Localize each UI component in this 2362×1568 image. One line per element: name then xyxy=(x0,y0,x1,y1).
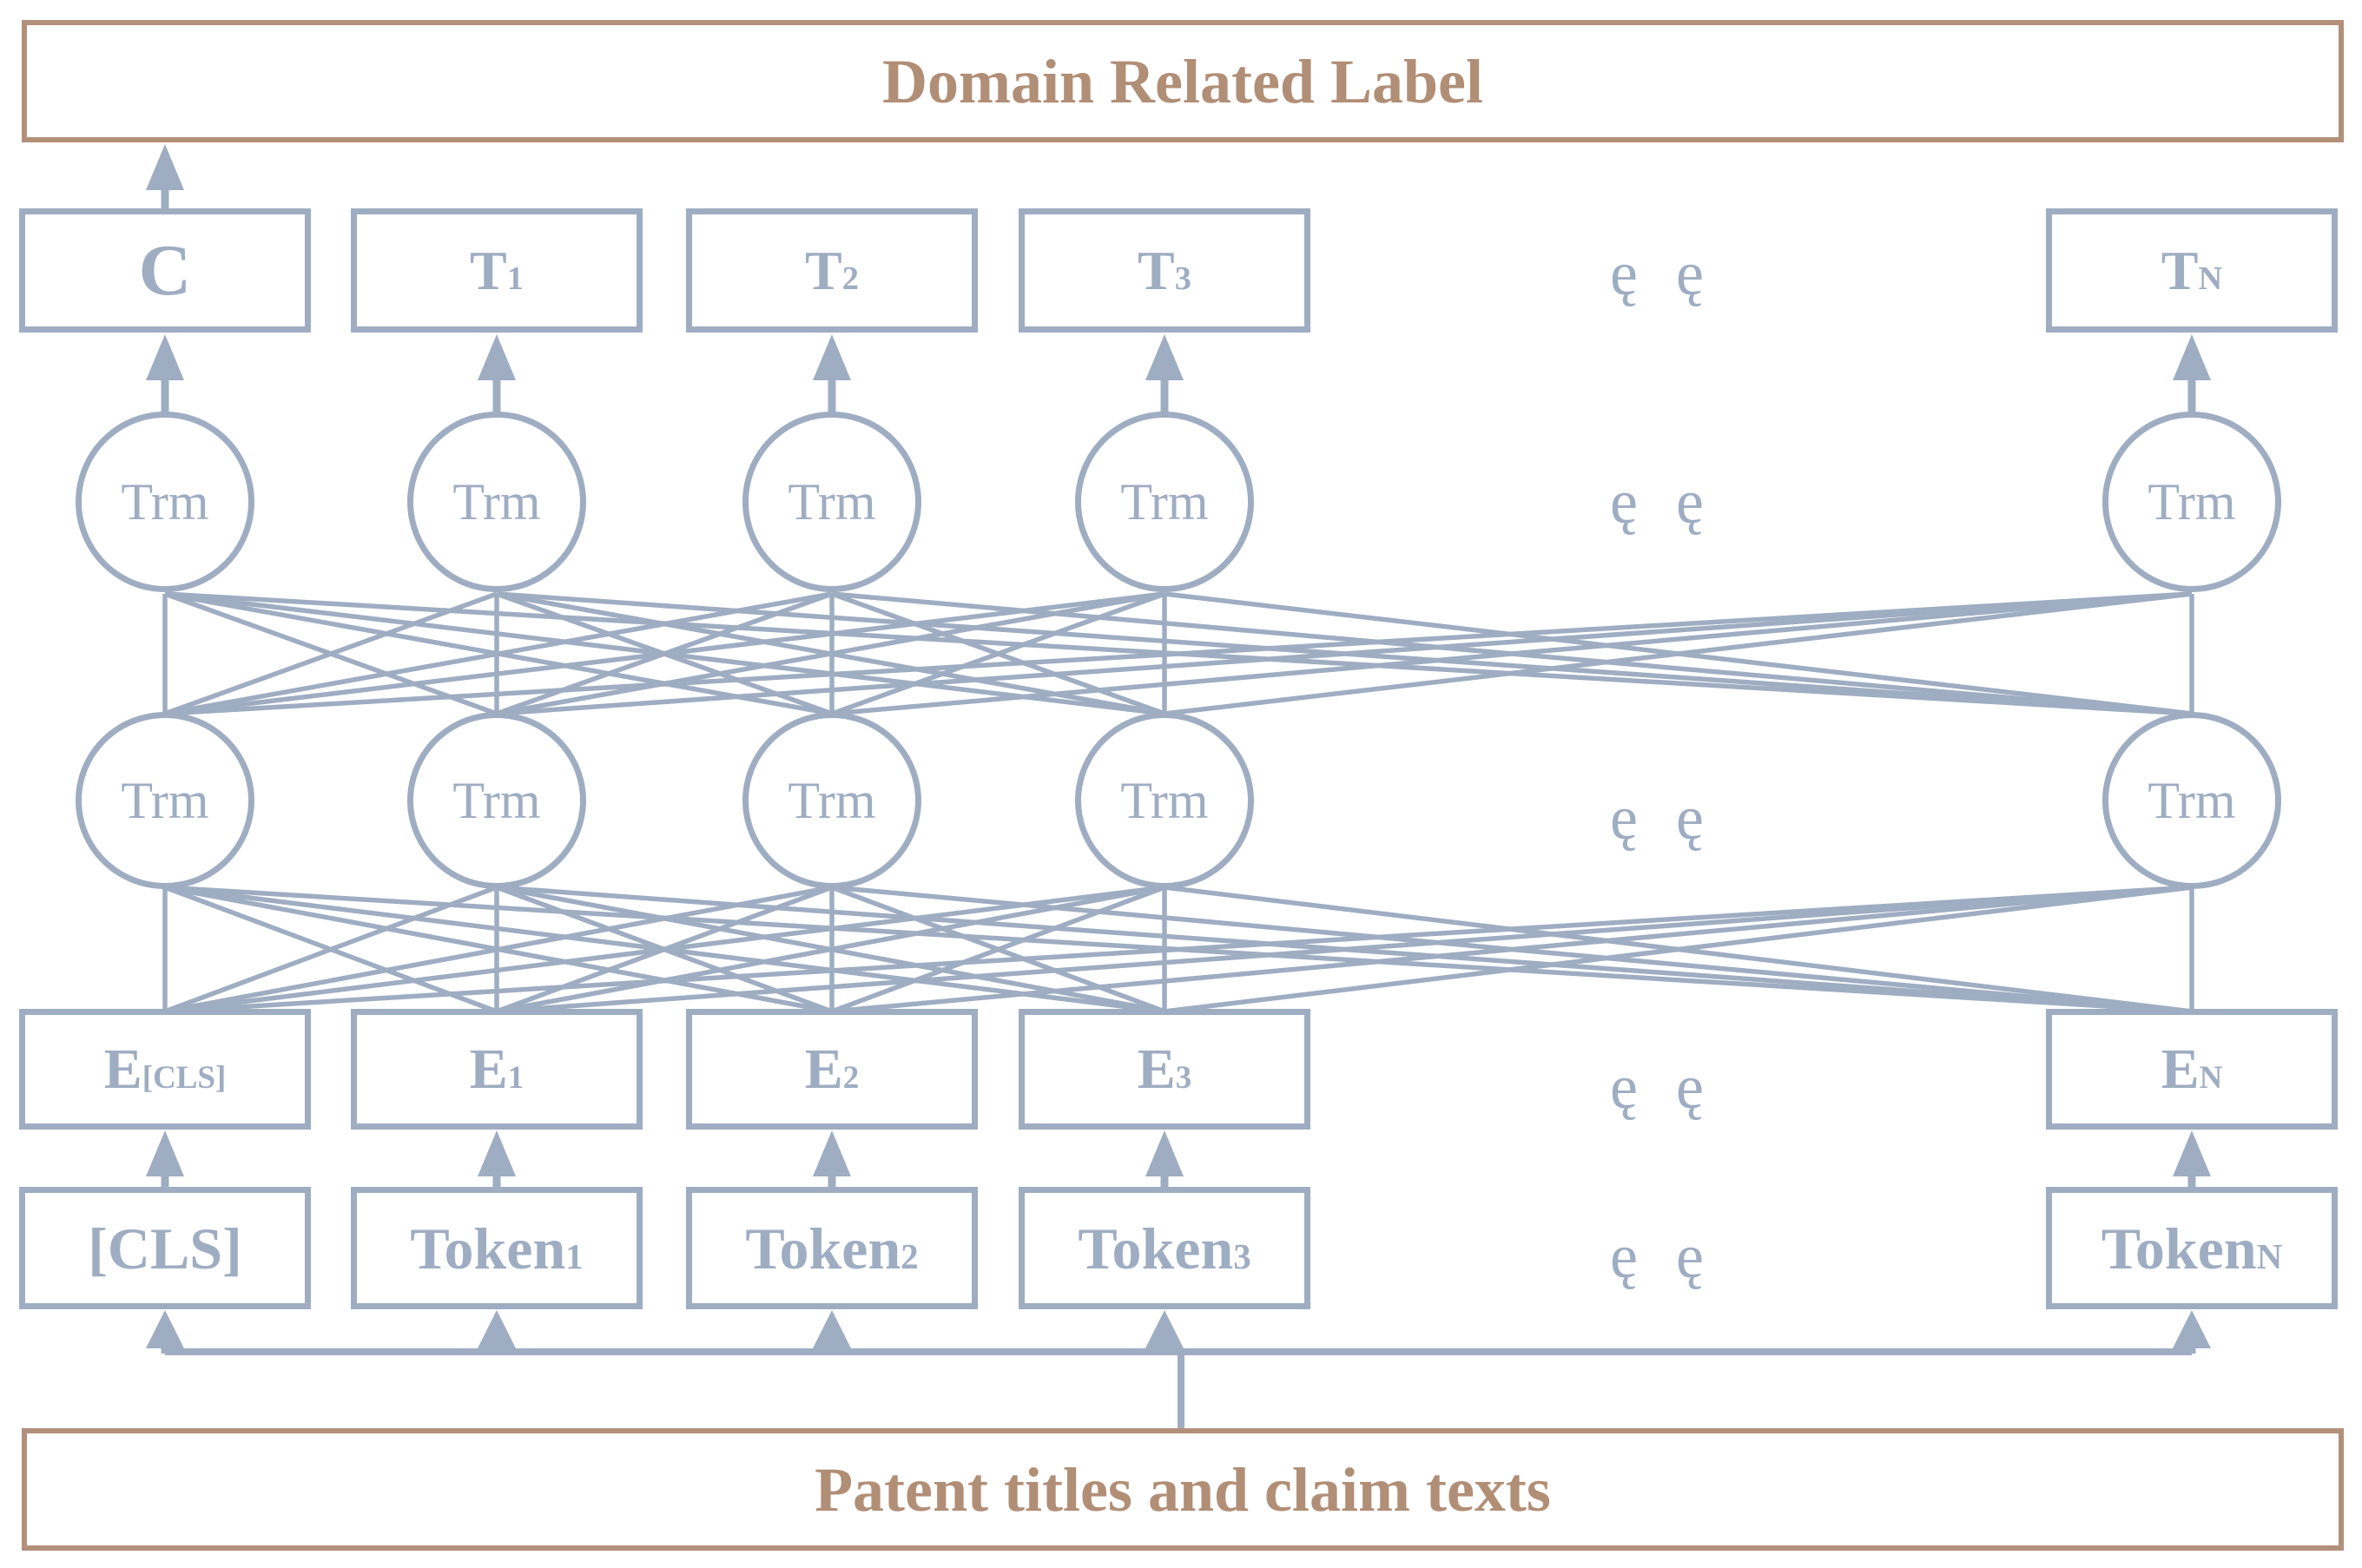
output-box-t1: T1 xyxy=(351,208,643,333)
domain-label-box: Domain Related Label xyxy=(22,20,2344,142)
output-label-t1: T xyxy=(470,239,507,301)
output-label-t3: T xyxy=(1138,239,1175,301)
output-label-t2: T xyxy=(805,239,842,301)
ellipsis-output-row: ę ę xyxy=(1610,239,1704,308)
token-label-2-sub: 2 xyxy=(901,1236,919,1276)
embedding-label-e1: E xyxy=(469,1037,508,1101)
input-source-text: Patent titles and claim texts xyxy=(815,1454,1551,1525)
token-box-cls: [CLS] xyxy=(19,1187,311,1309)
embedding-box-e1: E1 xyxy=(351,1009,643,1130)
output-label-tn-sub: N xyxy=(2198,260,2223,297)
output-label-t2-sub: 2 xyxy=(841,260,859,297)
trm-circle-layer2-col3: Trm xyxy=(742,412,921,592)
token-label-cls: [CLS] xyxy=(88,1215,242,1281)
trm-circle-layer1-col2: Trm xyxy=(407,712,586,889)
trm-circle-layer2-col2: Trm xyxy=(407,412,586,592)
embedding-box-e2: E2 xyxy=(686,1009,978,1130)
token-label-n-sub: N xyxy=(2256,1236,2283,1276)
embedding-box-ecls: E[CLS] xyxy=(19,1009,311,1130)
trm-circle-layer1-col3: Trm xyxy=(742,712,921,889)
token-label-3-sub: 3 xyxy=(1233,1236,1251,1276)
embedding-label-e2: E xyxy=(804,1037,843,1101)
domain-label-text: Domain Related Label xyxy=(882,46,1483,116)
trm-circle-layer2-col1: Trm xyxy=(76,412,254,592)
token-box-1: Token1 xyxy=(351,1187,643,1309)
embedding-box-en: EN xyxy=(2046,1009,2338,1130)
token-box-3: Token3 xyxy=(1019,1187,1310,1309)
output-box-tn: TN xyxy=(2046,208,2338,333)
ellipsis-embedding-row: ę ę xyxy=(1610,1052,1704,1122)
output-box-t2: T2 xyxy=(686,208,978,333)
ellipsis-trm-layer1-row: ę ę xyxy=(1610,783,1704,853)
output-label-t3-sub: 3 xyxy=(1174,260,1191,297)
embedding-label-ecls: E xyxy=(103,1037,142,1101)
trm-circle-layer1-coln: Trm xyxy=(2102,712,2281,889)
input-source-box: Patent titles and claim texts xyxy=(22,1428,2344,1551)
embedding-label-en: E xyxy=(2161,1037,2200,1101)
output-label-c: C xyxy=(138,229,192,311)
token-label-1-sub: 1 xyxy=(565,1236,584,1276)
token-label-1: Token xyxy=(410,1215,566,1281)
ellipsis-trm-layer2-row: ę ę xyxy=(1610,467,1704,537)
token-label-3: Token xyxy=(1078,1215,1234,1281)
embedding-box-e3: E3 xyxy=(1019,1009,1310,1130)
output-box-t3: T3 xyxy=(1019,208,1310,333)
trm-circle-layer1-col4: Trm xyxy=(1075,712,1254,889)
embedding-label-en-sub: N xyxy=(2199,1058,2223,1095)
embedding-label-e3-sub: 3 xyxy=(1175,1058,1192,1095)
token-box-n: TokenN xyxy=(2046,1187,2338,1309)
output-box-c: C xyxy=(19,208,311,333)
embedding-label-e2-sub: 2 xyxy=(842,1058,860,1095)
trm-circle-layer2-col4: Trm xyxy=(1075,412,1254,592)
embedding-label-ecls-sub: [CLS] xyxy=(142,1058,227,1095)
trm-circle-layer1-col1: Trm xyxy=(76,712,254,889)
token-label-2: Token xyxy=(745,1215,901,1281)
output-label-tn: T xyxy=(2161,239,2199,301)
trm-circle-layer2-coln: Trm xyxy=(2102,412,2281,592)
output-label-t1-sub: 1 xyxy=(506,260,524,297)
embedding-label-e3: E xyxy=(1137,1037,1176,1101)
token-box-2: Token2 xyxy=(686,1187,978,1309)
ellipsis-token-row: ę ę xyxy=(1610,1222,1704,1291)
embedding-label-e1-sub: 1 xyxy=(507,1058,525,1095)
token-label-n: Token xyxy=(2101,1215,2257,1281)
